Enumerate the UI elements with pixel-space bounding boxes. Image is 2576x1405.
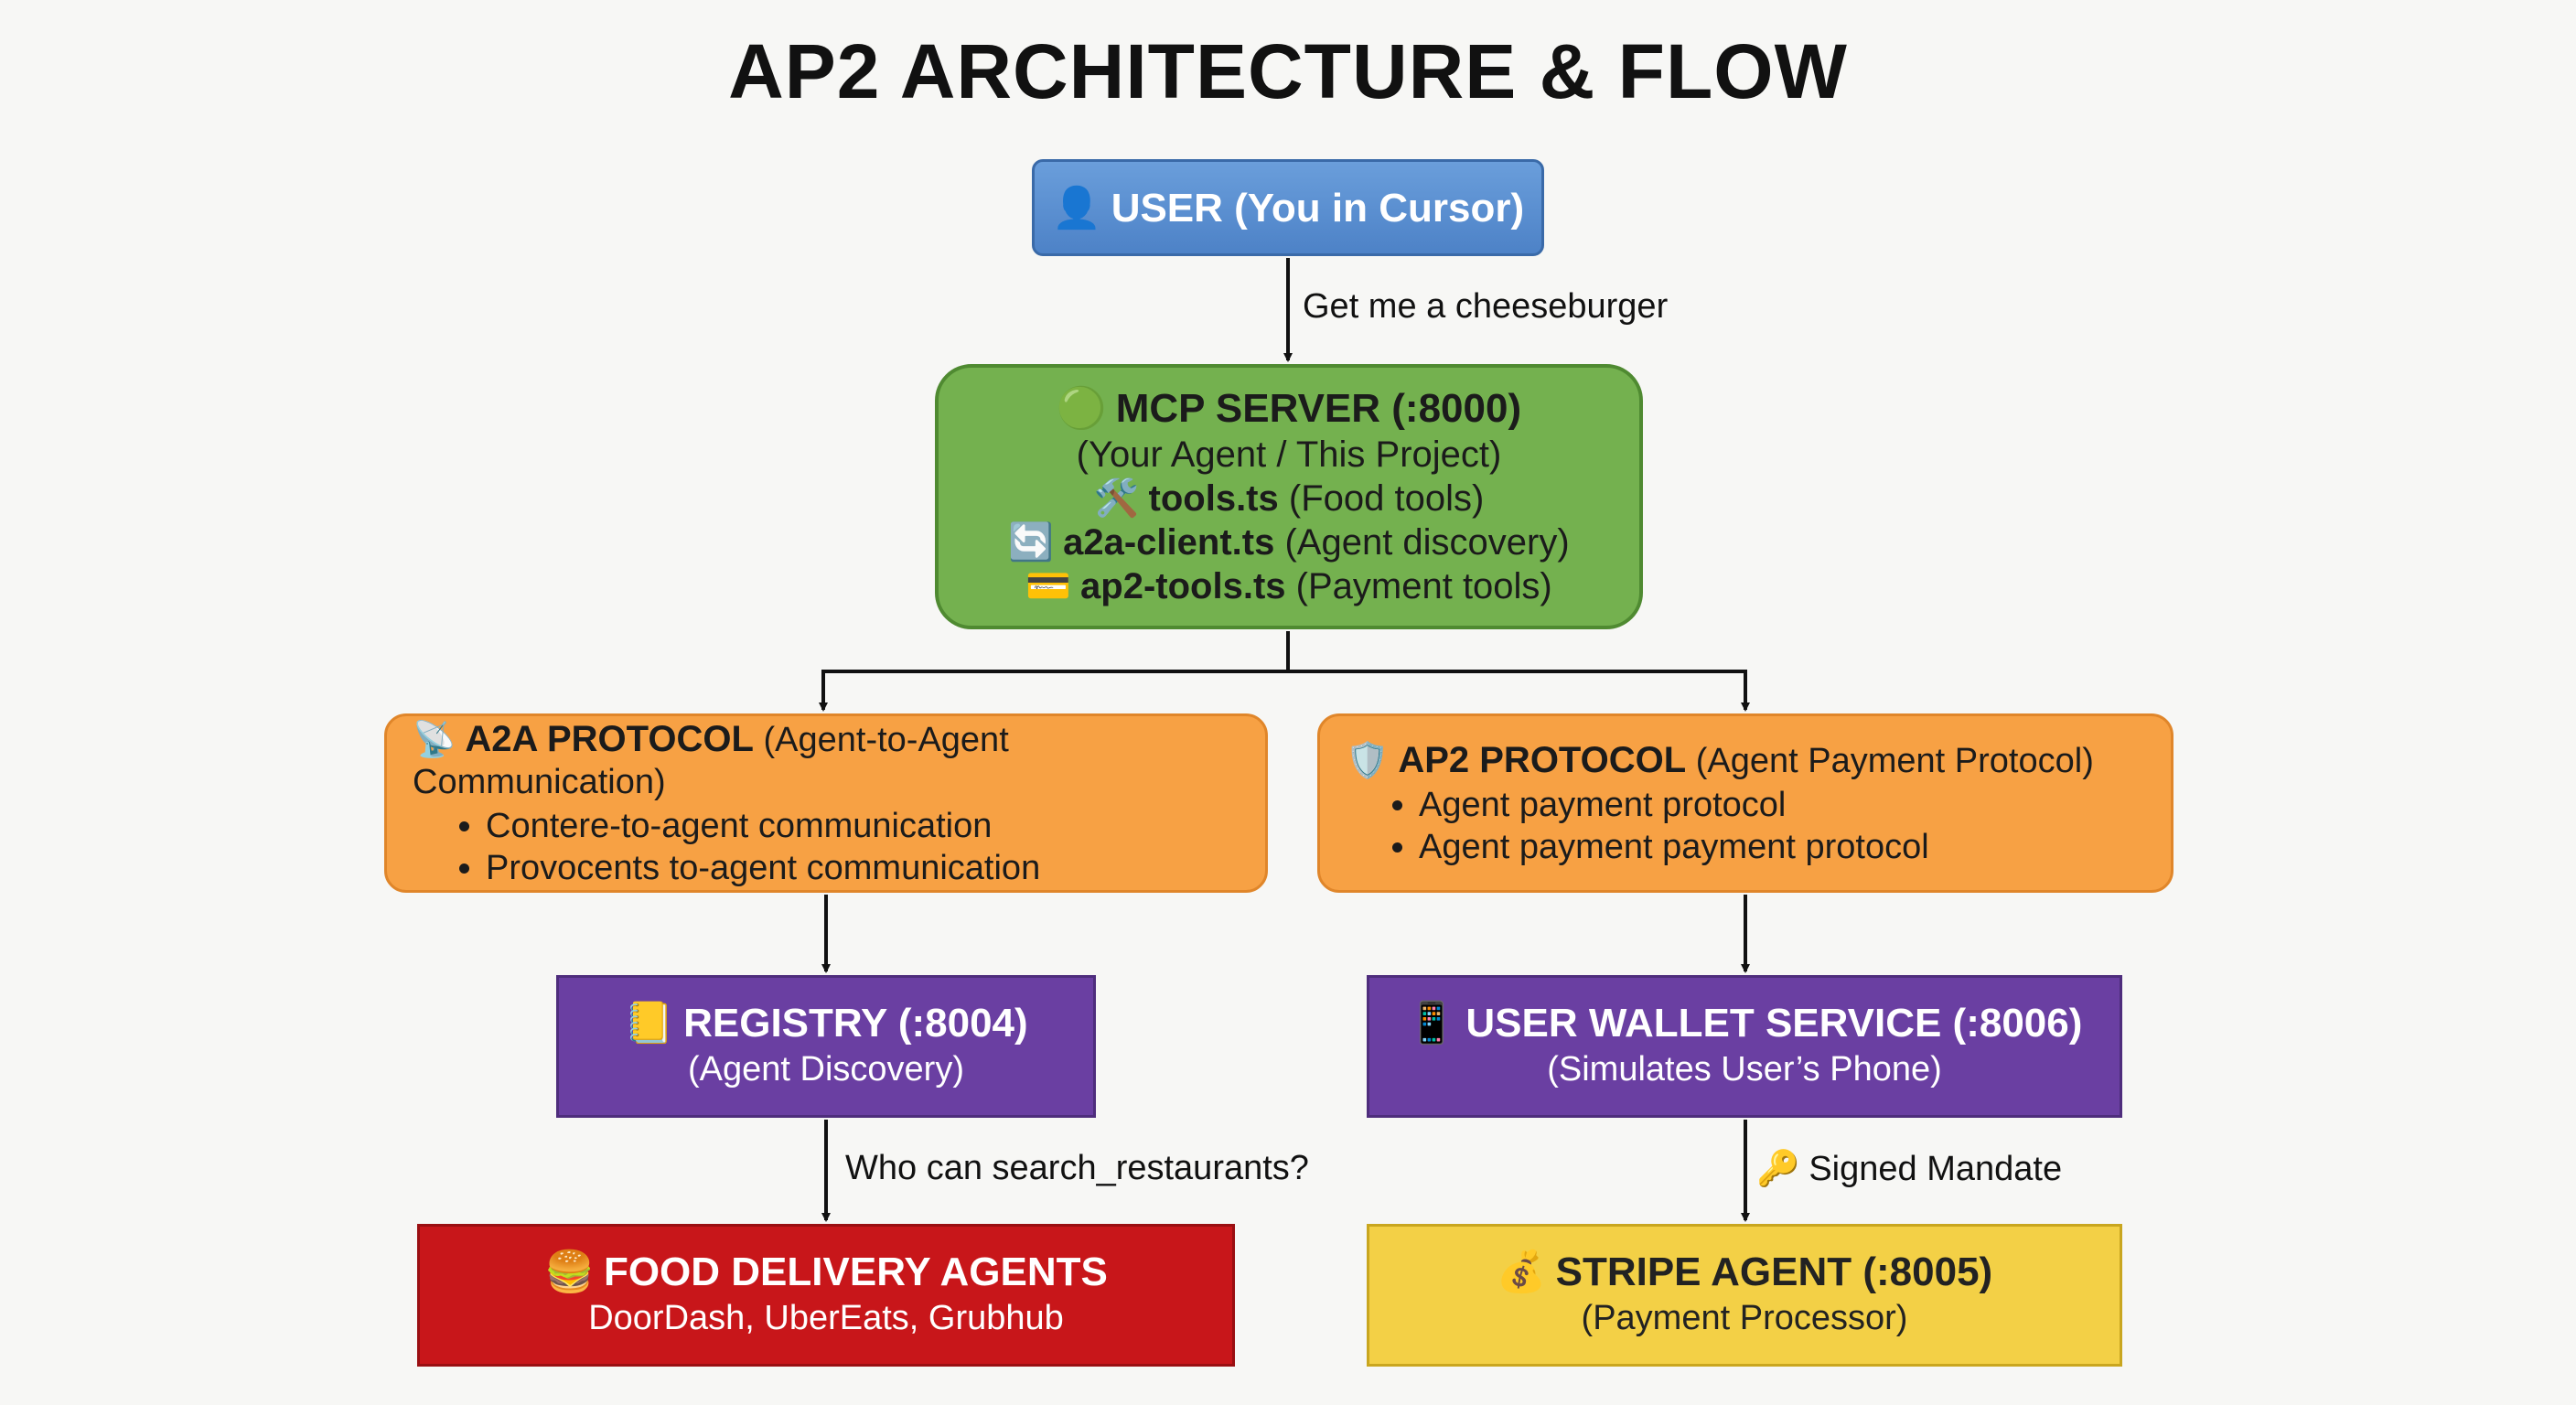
ap2-tools-desc: (Payment tools): [1295, 566, 1552, 606]
user-icon: 👤: [1051, 186, 1102, 231]
key-icon: 🔑: [1756, 1150, 1800, 1188]
mandate-label: Signed Mandate: [1809, 1150, 2063, 1188]
connector-mcp-split-right: [1288, 670, 1750, 712]
ap2-protocol-node: 🛡️AP2 PROTOCOL (Agent Payment Protocol) …: [1317, 713, 2174, 893]
ledger-icon: 📒: [624, 1001, 675, 1046]
refresh-icon: 🔄: [1008, 522, 1055, 563]
diagram-title: AP2 ARCHITECTURE & FLOW: [728, 28, 1848, 114]
money-bag-icon: 💰: [1496, 1249, 1547, 1294]
registry-title: REGISTRY (:8004): [683, 1001, 1028, 1046]
phone-icon: 📱: [1406, 1001, 1457, 1046]
mcp-line-ap2-tools: 💳ap2-tools.ts (Payment tools): [1025, 564, 1552, 608]
wallet-service-node: 📱USER WALLET SERVICE (:8006) (Simulates …: [1367, 975, 2122, 1118]
stripe-subtitle: (Payment Processor): [1581, 1299, 1908, 1337]
stripe-title: STRIPE AGENT (:8005): [1555, 1249, 1993, 1294]
ap2-tools-file: ap2-tools.ts: [1080, 566, 1286, 606]
burger-icon: 🍔: [544, 1249, 595, 1294]
a2a-bullet: Provocents to-agent communication: [486, 847, 1040, 889]
registry-subtitle: (Agent Discovery): [688, 1050, 964, 1089]
user-node: 👤USER (You in Cursor): [1032, 159, 1544, 256]
edge-label-mandate: 🔑Signed Mandate: [1756, 1149, 2062, 1189]
wallet-title: USER WALLET SERVICE (:8006): [1465, 1001, 2083, 1046]
a2a-client-file: a2a-client.ts: [1063, 522, 1275, 563]
ap2-title: AP2 PROTOCOL: [1398, 739, 1687, 780]
mcp-line-a2a-client: 🔄a2a-client.ts (Agent discovery): [1008, 520, 1569, 564]
tools-file: tools.ts: [1148, 478, 1279, 519]
mcp-server-node: 🟢MCP SERVER (:8000) (Your Agent / This P…: [935, 364, 1643, 629]
ap2-subtitle: (Agent Payment Protocol): [1695, 741, 2094, 780]
edge-label-request: Get me a cheeseburger: [1303, 287, 1669, 326]
user-label: USER (You in Cursor): [1111, 186, 1525, 231]
edge-label-search: Who can search_restaurants?: [845, 1149, 1309, 1187]
tools-icon: 🛠️: [1093, 478, 1140, 519]
ap2-bullet: Agent payment protocol: [1419, 784, 1929, 826]
mcp-title: MCP SERVER (:8000): [1115, 386, 1522, 431]
a2a-title: A2A PROTOCOL: [465, 718, 754, 759]
credit-card-icon: 💳: [1025, 566, 1072, 606]
connector-mcp-split: [819, 631, 1290, 712]
a2a-protocol-node: 📡A2A PROTOCOL (Agent-to-Agent Communicat…: [384, 713, 1268, 893]
stripe-agent-node: 💰STRIPE AGENT (:8005) (Payment Processor…: [1367, 1224, 2122, 1367]
mcp-line-tools: 🛠️tools.ts (Food tools): [1094, 477, 1485, 520]
a2a-bullet: Contere-to-agent communication: [486, 805, 1040, 847]
registry-node: 📒REGISTRY (:8004) (Agent Discovery): [556, 975, 1096, 1118]
green-circle-icon: 🟢: [1056, 386, 1107, 431]
shield-icon: 🛡️: [1346, 741, 1390, 780]
a2a-subtitle: (Agent-to-Agent Communication): [413, 720, 1009, 801]
wallet-subtitle: (Simulates User’s Phone): [1547, 1050, 1942, 1089]
a2a-client-desc: (Agent discovery): [1284, 522, 1570, 563]
food-title: FOOD DELIVERY AGENTS: [603, 1249, 1108, 1294]
satellite-icon: 📡: [413, 720, 456, 759]
mcp-subtitle: (Your Agent / This Project): [1076, 434, 1502, 475]
food-subtitle: DoorDash, UberEats, Grubhub: [588, 1299, 1064, 1337]
ap2-bullet: Agent payment payment protocol: [1419, 826, 1929, 868]
food-delivery-node: 🍔FOOD DELIVERY AGENTS DoorDash, UberEats…: [417, 1224, 1235, 1367]
tools-desc: (Food tools): [1288, 478, 1485, 519]
